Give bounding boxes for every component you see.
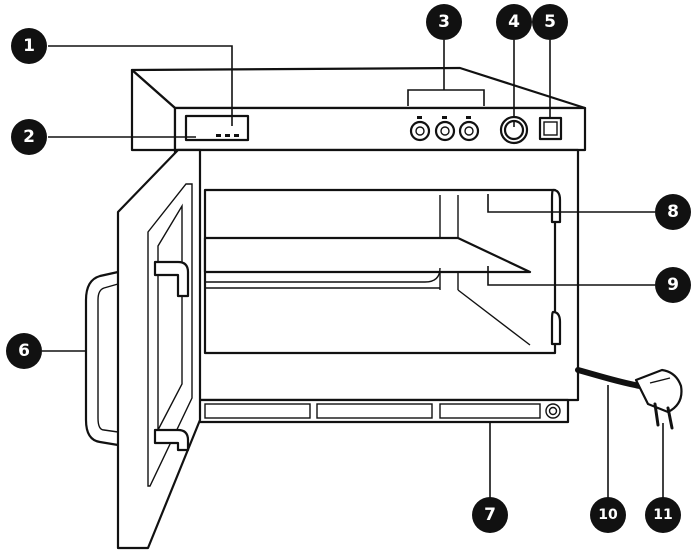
door-window [157,203,183,431]
callout-10: 10 [590,497,626,533]
power-button-3-inner [464,126,474,136]
callout-6-label: 6 [18,341,30,361]
base-screw [545,403,561,419]
display-led-3 [234,134,239,137]
door-panel [116,148,202,550]
callout-8-label: 8 [667,202,679,222]
door-handle-inner [97,283,119,433]
callout-2-label: 2 [23,127,35,147]
leader-3-bracket [407,89,485,106]
oven-top [130,66,587,110]
callout-1-label: 1 [23,36,35,56]
button-mark-2 [442,116,447,119]
power-plug [634,368,683,430]
base-screw-inner [548,406,558,416]
cavity-floor-edge [457,289,531,346]
display-led-2 [225,134,230,137]
plug-grip [649,377,671,384]
power-button-1 [409,120,431,142]
oven-door [84,148,202,550]
door-hook-lower [153,428,190,452]
controls [184,114,563,145]
leader-8 [487,194,655,213]
power-button-3 [458,120,480,142]
base-foot-middle [316,403,433,419]
button-group [409,116,480,142]
power-button-1-inner [415,126,425,136]
base-foot-left [204,403,311,419]
button-mark-3 [466,116,471,119]
callout-11-label: 11 [653,507,672,523]
cord-cable [575,367,643,389]
callout-6: 6 [6,333,42,369]
callout-4-label: 4 [508,12,520,32]
door-hook-upper [153,260,190,298]
callout-10-label: 10 [598,507,618,523]
plug-body [634,368,683,414]
leader-1 [48,45,233,126]
power-cord [575,367,683,430]
door-handle [84,270,119,447]
button-mark-1 [417,116,422,119]
base-foot-right [439,403,541,419]
latch-lower [550,310,562,346]
power-switch-inner [543,121,558,136]
display-led-1 [216,134,221,137]
callout-9-label: 9 [667,275,679,295]
power-button-2-inner [440,126,450,136]
callout-3: 3 [426,4,462,40]
power-button-2 [434,120,456,142]
callout-11: 11 [645,497,681,533]
power-switch [538,116,563,141]
callout-7: 7 [472,497,508,533]
callout-3-label: 3 [438,12,450,32]
plug-pin-2 [666,406,674,430]
oven-base [183,398,570,424]
shelf-rail [205,267,441,283]
callout-7-label: 7 [484,505,496,525]
callout-8: 8 [655,194,691,230]
callout-5: 5 [532,4,568,40]
callout-1: 1 [11,28,47,64]
callout-4: 4 [496,4,532,40]
callout-badges: 1 2 3 4 5 6 7 8 9 10 11 [6,4,691,533]
latch-upper [550,188,562,224]
door-window-frame [147,183,193,487]
timer-knob [499,115,529,145]
oven-shelf [203,236,532,274]
callout-lines [42,40,664,498]
callout-5-label: 5 [544,12,556,32]
callout-9: 9 [655,267,691,303]
door-latches [550,188,562,346]
leader-9 [487,266,655,286]
plug-pin-1 [653,402,660,427]
callout-2: 2 [11,119,47,155]
oven-cavity [203,188,557,355]
